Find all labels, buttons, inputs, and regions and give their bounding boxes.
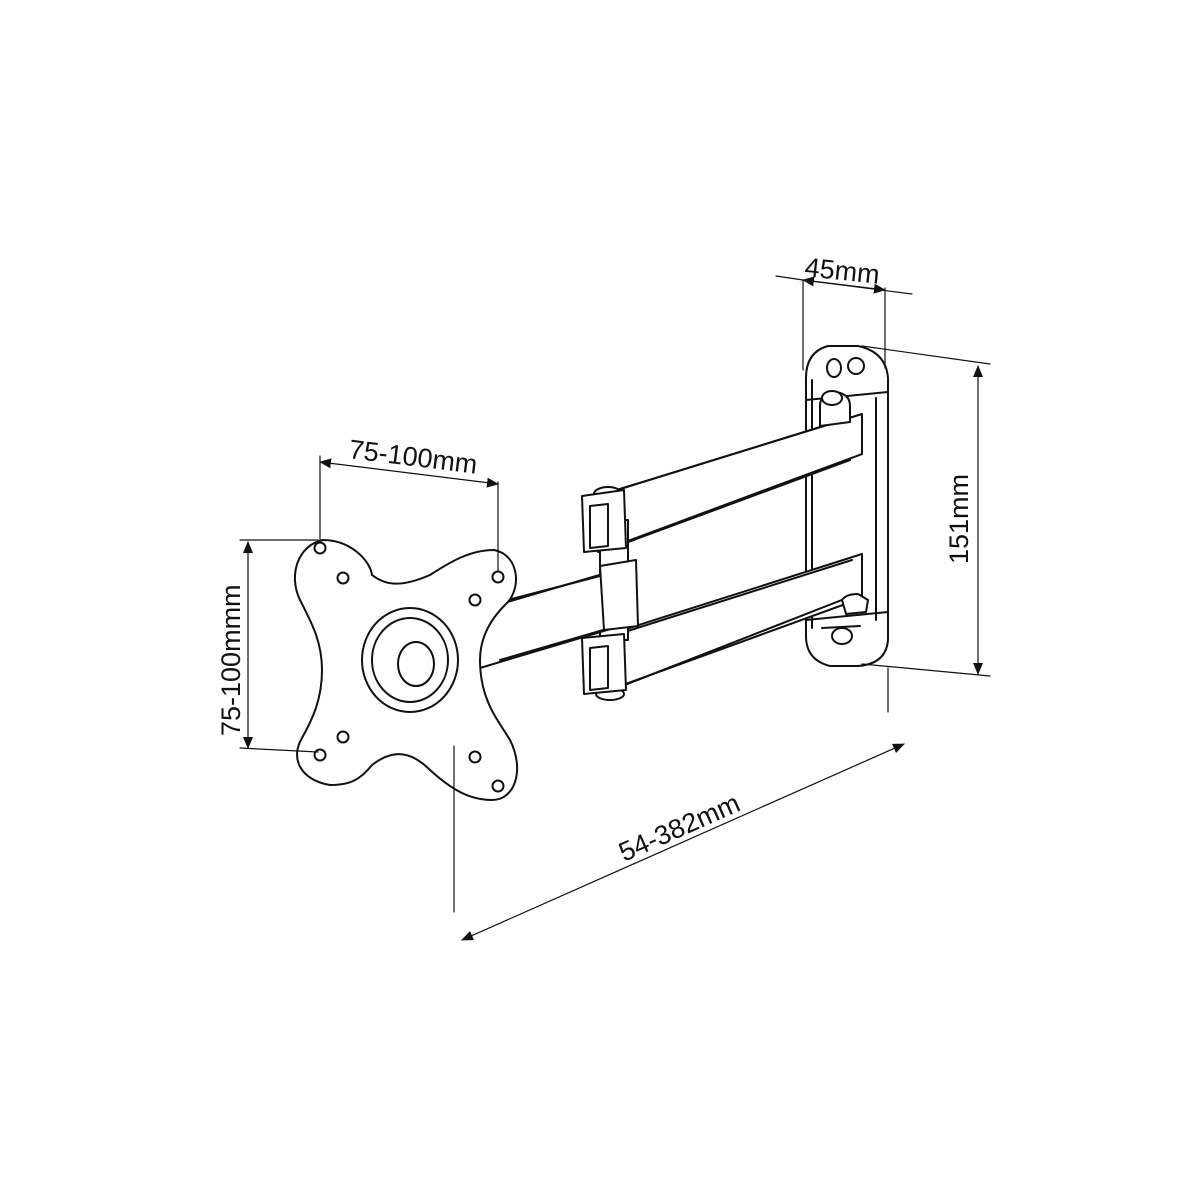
vesa-horizontal-label: 75-100mm [347, 434, 479, 480]
wall-plate [805, 345, 889, 667]
short-arm [479, 559, 639, 669]
depth-label: 45mm [803, 252, 881, 290]
vesa-plate [293, 539, 519, 801]
dimension-wall-plate-height: 151mm [861, 345, 991, 677]
dimension-vesa-vertical: 75-100mmm [216, 539, 319, 753]
arm-extension-label: 54-382mm [614, 788, 744, 868]
vesa-vertical-label: 75-100mmm [216, 584, 246, 736]
wall-plate-height-label: 151mm [944, 474, 974, 564]
dimension-arm-extension: 54-382mm [453, 667, 905, 941]
